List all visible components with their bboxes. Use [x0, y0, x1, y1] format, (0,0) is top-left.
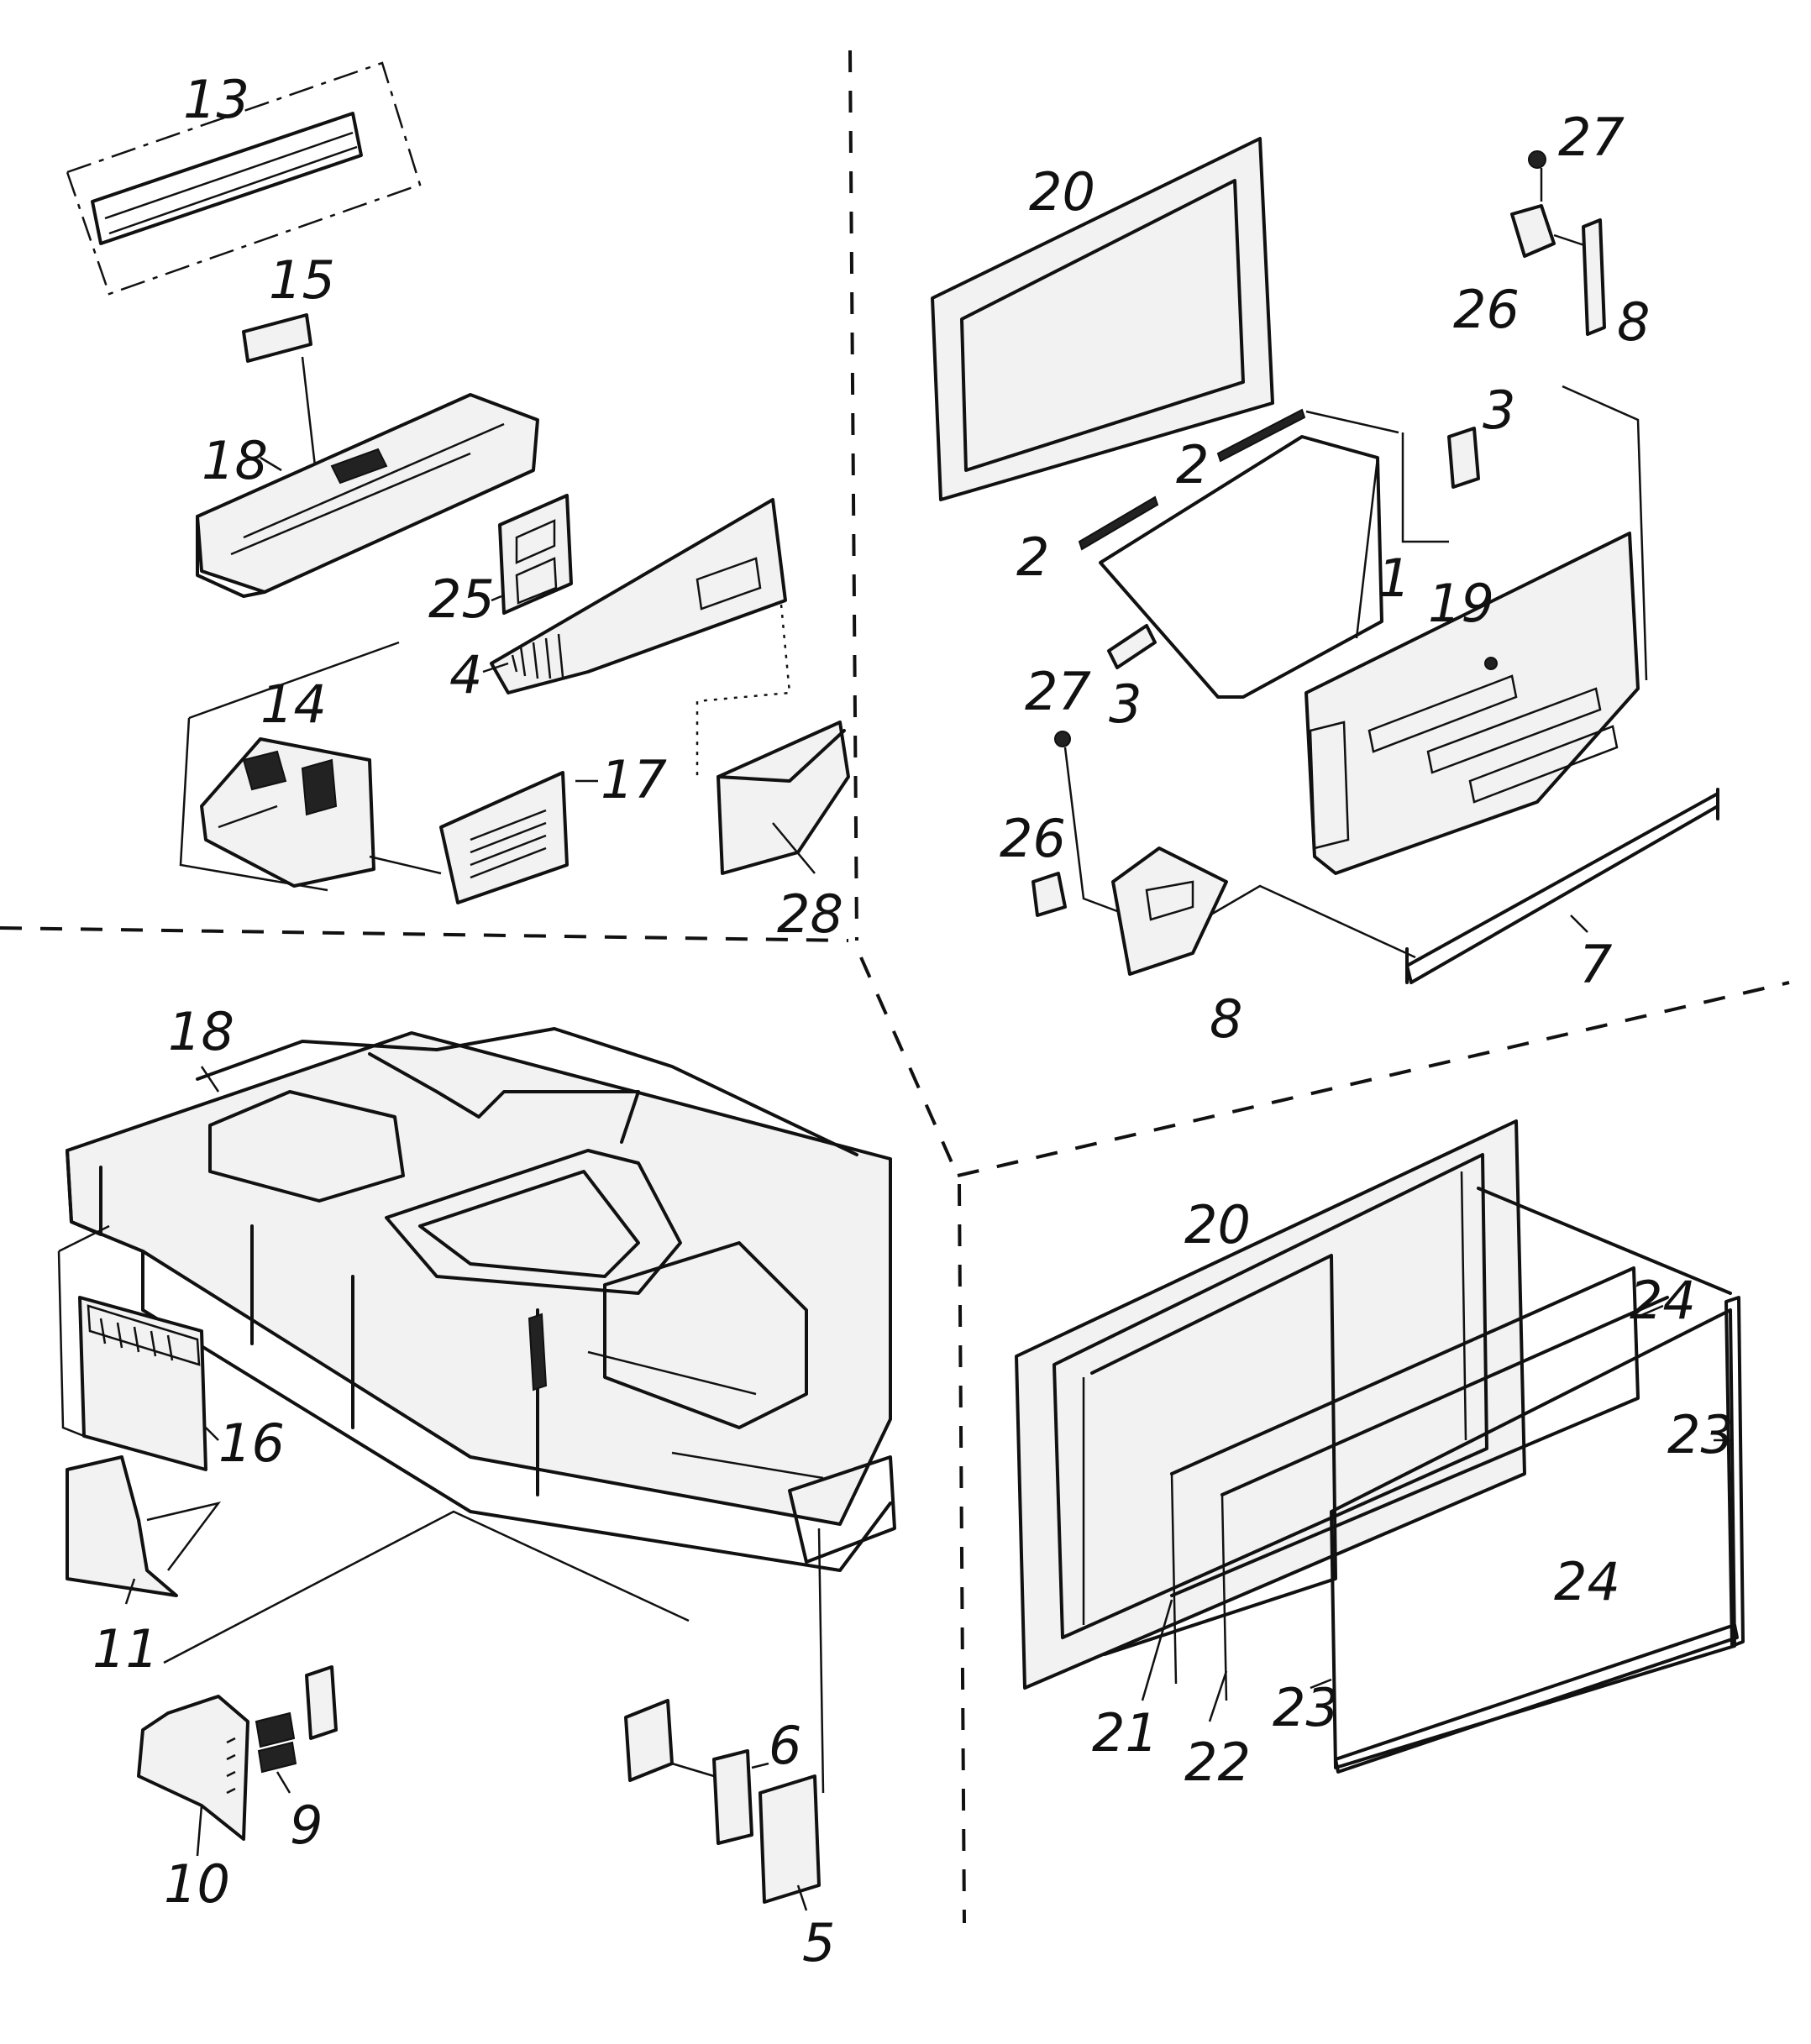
- callout-18-large: 18: [168, 1001, 234, 1062]
- callout-10: 10: [164, 1853, 230, 1915]
- callout-7: 7: [1579, 934, 1612, 995]
- part-10-9-control-panel: [137, 1510, 690, 1857]
- callout-25: 25: [428, 569, 495, 630]
- part-28-foam-block: [717, 721, 850, 875]
- callout-4: 4: [449, 644, 482, 705]
- part-23-right-side: [1714, 1296, 1745, 1648]
- callout-27-lower: 27: [1025, 661, 1091, 722]
- callout-22: 22: [1184, 1732, 1251, 1793]
- part-20-screen-frame-large: [1015, 1119, 1526, 1690]
- callout-21: 21: [1092, 1702, 1158, 1764]
- part-13-top-trim: [66, 61, 422, 296]
- part-19-front-panel: [1304, 385, 1648, 875]
- part-24-rails: [1334, 1187, 1739, 1774]
- part-16-vented-panel: [57, 1224, 219, 1471]
- callout-labels: 13 15 18 25 4 14 17 28 20 27 26 8 3 2 2 …: [92, 69, 1734, 1973]
- part-3-brackets: [1107, 427, 1480, 669]
- callout-1: 1: [1378, 548, 1410, 609]
- part-15-plate: [242, 313, 317, 467]
- quadrant-bottom-left: [57, 1027, 896, 1911]
- callout-11: 11: [92, 1618, 159, 1680]
- callout-23-bottom: 23: [1273, 1677, 1339, 1738]
- callout-26-lower: 26: [1000, 808, 1066, 869]
- callout-28: 28: [777, 883, 843, 945]
- quadrant-bottom-right: [1015, 1119, 1745, 1774]
- part-18-chassis-small: [196, 393, 539, 598]
- callout-27-upper: 27: [1558, 107, 1625, 168]
- callout-2-upper: 2: [1176, 434, 1209, 495]
- callout-24-lower: 24: [1554, 1551, 1620, 1612]
- callout-6: 6: [769, 1715, 801, 1776]
- part-20-screen-frame-small: [931, 137, 1274, 501]
- part-25-board: [491, 494, 573, 615]
- callout-20-small: 20: [1029, 161, 1095, 223]
- callout-3-upper: 3: [1483, 380, 1515, 441]
- part-27-26-8-upper: [1510, 150, 1606, 336]
- callout-8-upper: 8: [1617, 291, 1650, 353]
- callout-24-upper: 24: [1630, 1270, 1696, 1331]
- callout-26-upper: 26: [1453, 279, 1520, 340]
- callout-18-small: 18: [202, 430, 268, 491]
- callout-2-lower: 2: [1016, 527, 1049, 588]
- part-2-strips: [1078, 408, 1306, 551]
- callout-16: 16: [218, 1412, 285, 1474]
- part-4-long-board: [482, 498, 791, 781]
- callout-14: 14: [260, 673, 327, 735]
- quadrant-top-left: [66, 61, 850, 904]
- part-14-connector-assembly: [179, 641, 442, 892]
- part-7-bottom-rail: [1405, 788, 1719, 984]
- callout-20-large: 20: [1184, 1194, 1251, 1255]
- part-27-26-8-lower: [1031, 731, 1416, 976]
- callout-13: 13: [183, 69, 249, 130]
- callout-23-right: 23: [1667, 1404, 1734, 1465]
- part-11-side-cover: [66, 1455, 222, 1605]
- callout-8-lower: 8: [1210, 988, 1242, 1050]
- part-6-5-terminal-plates: [624, 1528, 825, 1911]
- quadrant-top-right: [931, 137, 1719, 984]
- callout-5: 5: [802, 1912, 835, 1973]
- part-18-chassis-large: [66, 1027, 896, 1572]
- part-1-glass-panel: [1099, 410, 1399, 699]
- quadrant-dividers: [0, 50, 1790, 1924]
- callout-15: 15: [269, 249, 335, 311]
- callout-17: 17: [601, 749, 667, 810]
- part-17-vented-cover: [439, 771, 598, 904]
- callout-9: 9: [290, 1795, 323, 1856]
- callout-3-lower: 3: [1109, 673, 1142, 735]
- callout-19: 19: [1428, 573, 1494, 634]
